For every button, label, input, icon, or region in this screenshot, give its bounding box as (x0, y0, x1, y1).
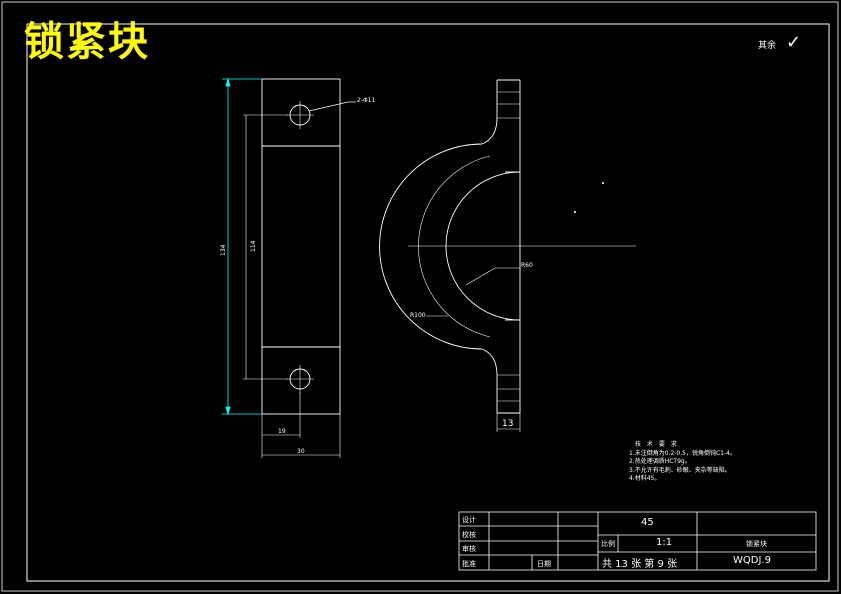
technical-notes: 技 术 要 求 1.未注倒角为0.2-0.5，锐角倒钝C1-4。 2.热处理调质… (629, 441, 736, 484)
tb-material: 45 (641, 517, 654, 528)
hole-offset-label: 19 (278, 428, 286, 435)
roughness-label: 其余 (758, 41, 777, 51)
tb-drawing-no: WQDJ.9 (733, 555, 771, 566)
side-view (379, 79, 636, 432)
overall-length-label: 134 (220, 244, 227, 256)
inner-radius-label: R60 (521, 262, 533, 269)
roughness-check-icon: ✓ (786, 32, 802, 53)
tb-part-name: 锁紧块 (746, 540, 767, 548)
overall-length-dim (222, 77, 262, 416)
tb-label-approve: 批准 (462, 560, 476, 568)
tb-scale-label: 比例 (601, 540, 615, 548)
drawing-title: 锁紧块 (24, 18, 150, 65)
notes-heading: 技 术 要 求 (635, 441, 679, 448)
hole-spacing-label: 114 (250, 240, 257, 252)
hole-callout: 2-Φ11 (357, 97, 376, 104)
note-item: 3.不允许有毛刺、砂眼、夹杂等缺陷。 (629, 466, 731, 474)
front-view (243, 78, 356, 458)
tb-label-check: 校核 (462, 531, 476, 539)
outer-radius-label: R100 (410, 312, 426, 319)
width-label: 30 (297, 448, 305, 455)
note-item: 2.热处理调质HCT9g。 (629, 458, 691, 465)
tb-sheet-info: 共 13 张 第 9 张 (602, 559, 677, 570)
tb-label-date: 日期 (537, 560, 551, 568)
inner-border (26, 23, 830, 582)
thickness-label: 13 (502, 419, 514, 429)
note-item: 1.未注倒角为0.2-0.5，锐角倒钝C1-4。 (629, 449, 736, 457)
note-item: 4.材料45。 (629, 475, 661, 482)
tb-label-design: 设计 (462, 516, 476, 524)
tb-scale: 1:1 (656, 537, 673, 548)
tb-label-review: 审核 (462, 545, 476, 553)
title-block-frame (458, 511, 817, 571)
